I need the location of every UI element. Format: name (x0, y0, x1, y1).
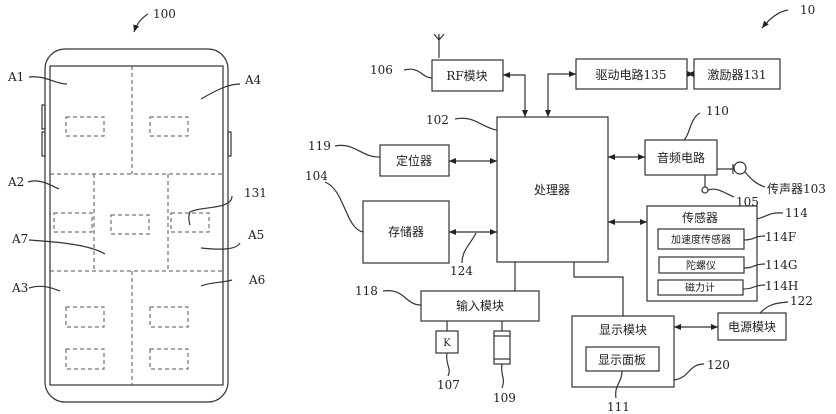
sensor-label: 传感器 (682, 210, 718, 225)
zone-a2: A2 (7, 175, 24, 189)
audio-circuit-label: 音频电路 (657, 150, 705, 165)
side-button (227, 131, 232, 157)
ref-124: 124 (450, 264, 473, 278)
ref-102: 102 (426, 113, 449, 127)
memory-label: 存储器 (388, 224, 424, 239)
ref-120: 120 (707, 358, 730, 372)
locator-label: 定位器 (396, 153, 432, 168)
input-module-block (420, 290, 540, 322)
zone-a5: A5 (247, 228, 264, 242)
audio-circuit-block (644, 139, 718, 176)
ref-114f: 114F (765, 230, 796, 244)
display-panel-label: 显示面板 (598, 353, 646, 367)
locator-block (379, 144, 450, 177)
ref-131: 131 (244, 186, 267, 200)
key-label: K (443, 338, 451, 349)
ref-100: 100 (153, 7, 176, 21)
zone-a7: A7 (11, 232, 28, 246)
microphone-wire (717, 164, 734, 174)
actuator-slots (53, 116, 210, 370)
magnetometer-block (657, 279, 744, 296)
accelerometer-label: 加速度传感器 (671, 233, 731, 246)
ref-104: 104 (305, 169, 328, 183)
processor-label: 处理器 (534, 183, 570, 197)
jack-icon (701, 186, 709, 194)
ref-122: 122 (790, 294, 813, 308)
phone-screen (49, 65, 224, 386)
ref-10: 10 (800, 3, 815, 17)
ref-arrow (133, 13, 149, 33)
block-diagram: 10 处理器 102 RF模块 106 驱动电路135 激励器131 定位器 1… (305, 3, 826, 414)
rf-label: RF模块 (446, 69, 487, 83)
ref-118: 118 (355, 284, 378, 298)
zone-a1: A1 (7, 70, 24, 84)
gyroscope-label: 陀螺仪 (686, 259, 716, 272)
ref-114h: 114H (765, 279, 798, 293)
power-module-block (717, 312, 787, 341)
gyroscope-block (658, 256, 745, 274)
side-button (41, 131, 46, 157)
ref-110: 110 (706, 104, 729, 118)
microphone-icon (733, 161, 747, 175)
exciter-label: 激励器131 (708, 68, 767, 82)
input-module-label: 输入模块 (456, 298, 504, 313)
accelerometer-block (657, 228, 745, 250)
memory-block (362, 200, 450, 264)
ref-109: 109 (493, 391, 516, 405)
ref-106: 106 (370, 63, 393, 77)
zone-a3: A3 (11, 281, 28, 295)
magnetometer-label: 磁力计 (685, 281, 715, 294)
ref-111: 111 (607, 400, 630, 414)
phone-figure: 100 A1 A2 A3 A4 A5 (7, 7, 267, 403)
microphone-label: 传声器103 (767, 181, 826, 196)
power-module-label: 电源模块 (728, 320, 776, 334)
display-module-label: 显示模块 (599, 323, 647, 337)
exciter-block (693, 58, 781, 90)
ref-119: 119 (308, 139, 331, 153)
phone-body (44, 48, 229, 403)
zone-a6: A6 (248, 273, 265, 287)
processor-block (496, 116, 609, 263)
display-panel-block (585, 346, 660, 372)
ref-107: 107 (437, 378, 460, 392)
side-button (41, 104, 46, 130)
ref-114: 114 (785, 206, 808, 220)
zone-a4: A4 (244, 73, 262, 87)
drive-circuit-label: 驱动电路135 (596, 67, 667, 82)
ref-114g: 114G (765, 258, 798, 272)
